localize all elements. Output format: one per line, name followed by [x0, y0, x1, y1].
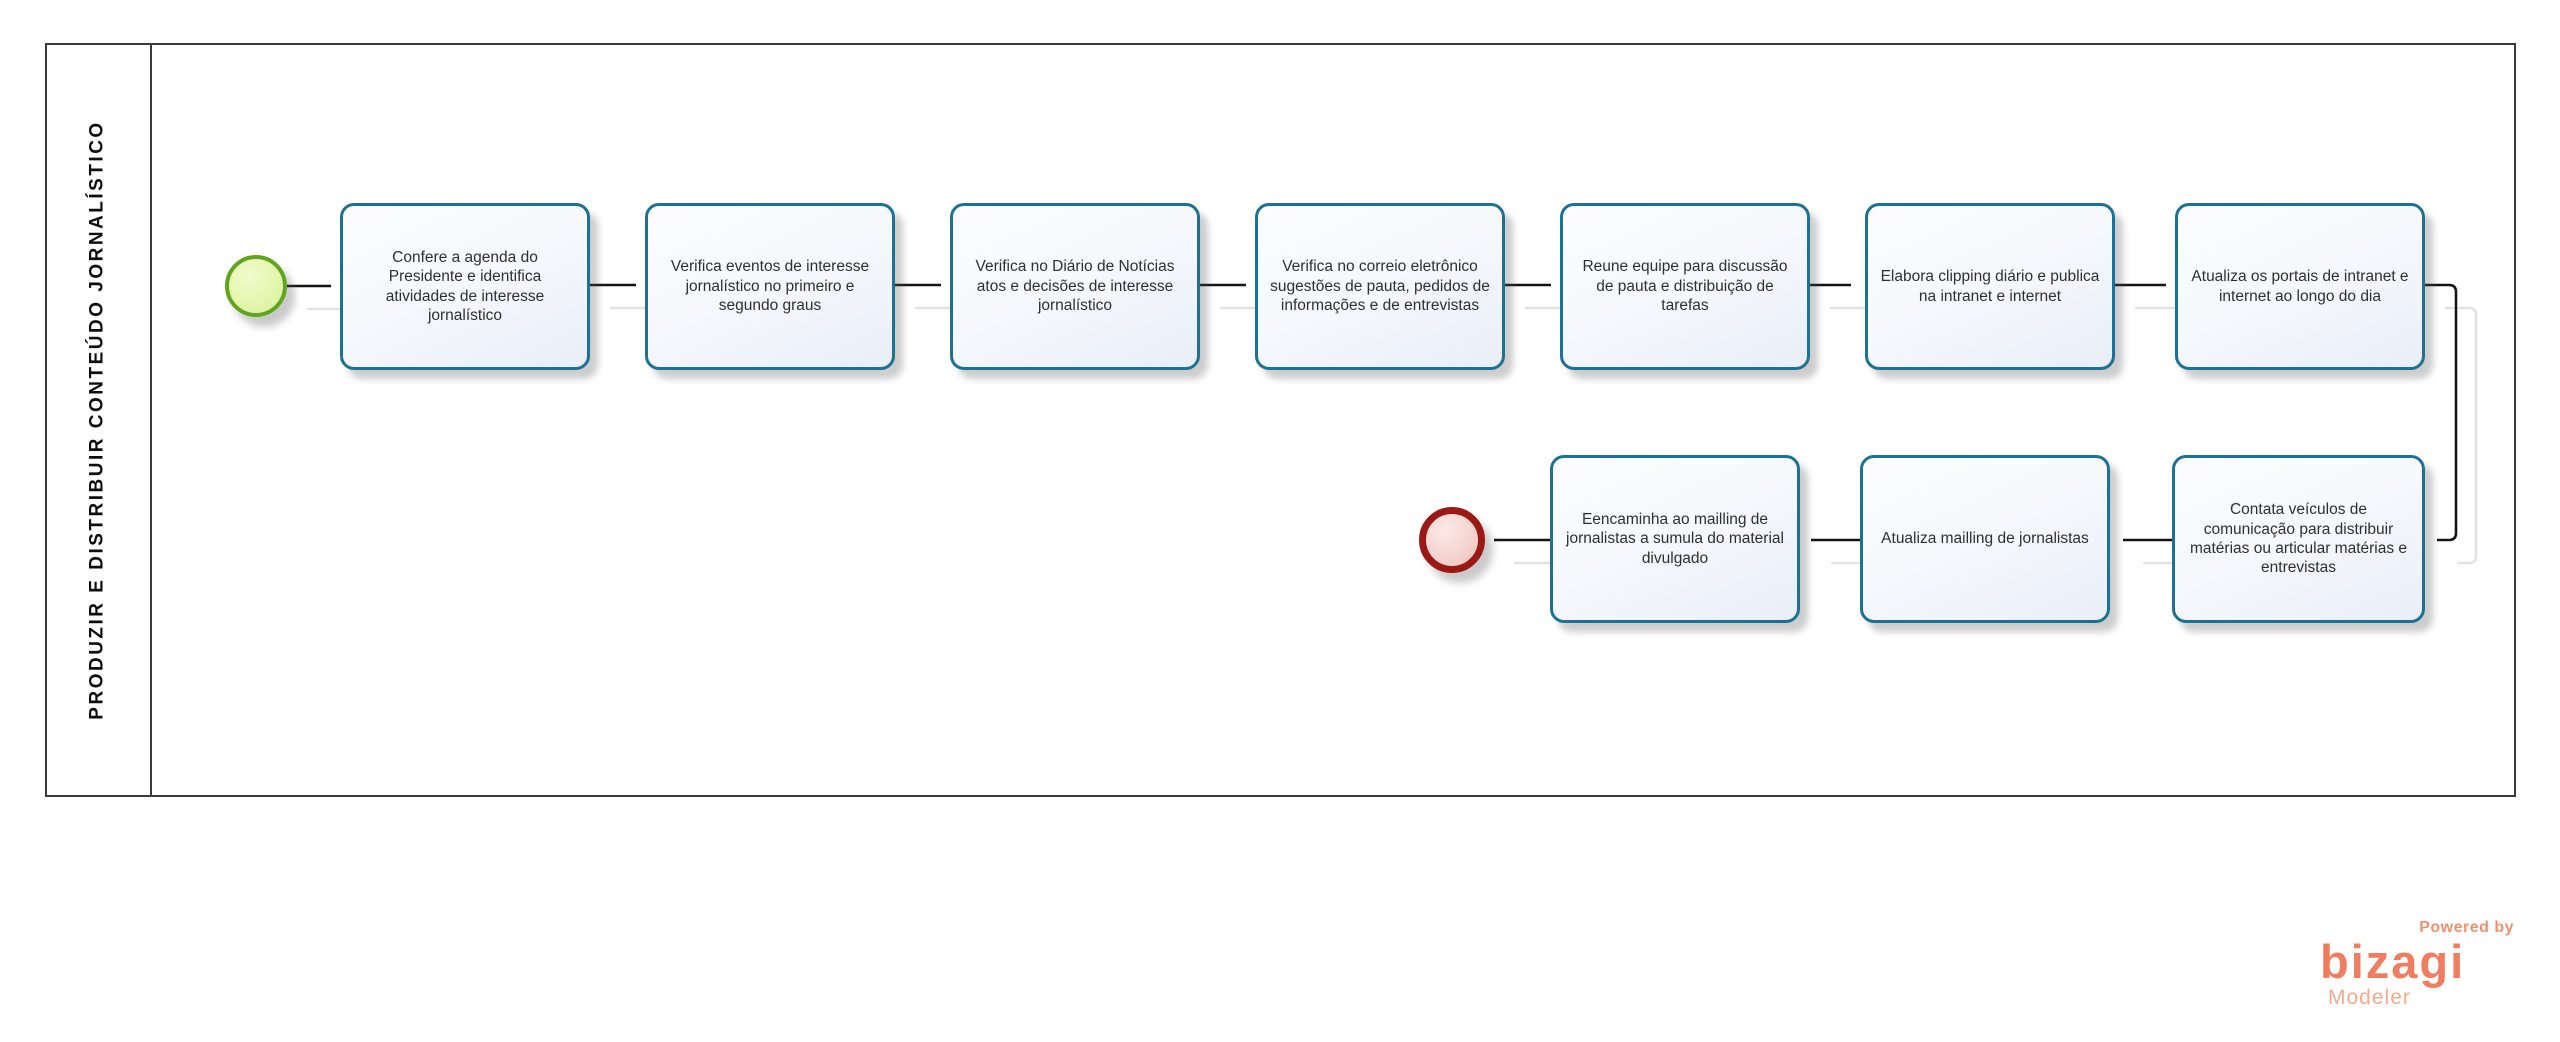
- task-contata-veiculos[interactable]: Contata veículos de comunicação para dis…: [2172, 455, 2425, 623]
- bizagi-modeler-text: Modeler: [2328, 986, 2411, 1009]
- bpmn-pool: [45, 43, 2516, 797]
- pool-header[interactable]: PRODUZIR E DISTRIBUIR CONTEÚDO JORNALÍST…: [45, 43, 152, 797]
- bizagi-watermark: Powered by bizagi Modeler: [2320, 919, 2540, 1009]
- task-label: Verifica no Diário de Notícias atos e de…: [975, 258, 1175, 315]
- task-label: Eencaminha ao mailling de jornalistas a …: [1566, 510, 1784, 567]
- task-label: Contata veículos de comunicação para dis…: [2189, 501, 2408, 577]
- task-label: Atualiza mailling de jornalistas: [1881, 530, 2089, 548]
- task-reune-equipe[interactable]: Reune equipe para discussão de pauta e d…: [1560, 203, 1810, 370]
- task-elabora-clipping[interactable]: Elabora clipping diário e publica na int…: [1865, 203, 2115, 370]
- task-verifica-diario[interactable]: Verifica no Diário de Notícias atos e de…: [950, 203, 1200, 370]
- task-label: Confere a agenda do Presidente e identif…: [385, 248, 545, 324]
- task-label: Reune equipe para discussão de pauta e d…: [1582, 258, 1788, 315]
- task-atualiza-mailling[interactable]: Atualiza mailling de jornalistas: [1860, 455, 2110, 623]
- flow-task7-to-task8-elbow[interactable]: [2425, 283, 2458, 542]
- bizagi-logo: bizagi: [2320, 935, 2466, 988]
- end-event[interactable]: [1419, 507, 1485, 573]
- task-label: Atualiza os portais de intranet e intern…: [2191, 268, 2409, 305]
- powered-by-text: Powered by: [2419, 919, 2514, 936]
- task-confere-agenda[interactable]: Confere a agenda do Presidente e identif…: [340, 203, 590, 370]
- task-verifica-eventos[interactable]: Verifica eventos de interesse jornalísti…: [645, 203, 895, 370]
- task-atualiza-portais[interactable]: Atualiza os portais de intranet e intern…: [2175, 203, 2425, 370]
- task-label: Elabora clipping diário e publica na int…: [1880, 268, 2100, 305]
- task-label: Verifica eventos de interesse jornalísti…: [670, 258, 870, 315]
- task-encaminha-mailling[interactable]: Eencaminha ao mailling de jornalistas a …: [1550, 455, 1800, 623]
- task-verifica-correio[interactable]: Verifica no correio eletrônico sugestões…: [1255, 203, 1505, 370]
- task-label: Verifica no correio eletrônico sugestões…: [1270, 258, 1490, 315]
- start-event[interactable]: [225, 255, 287, 317]
